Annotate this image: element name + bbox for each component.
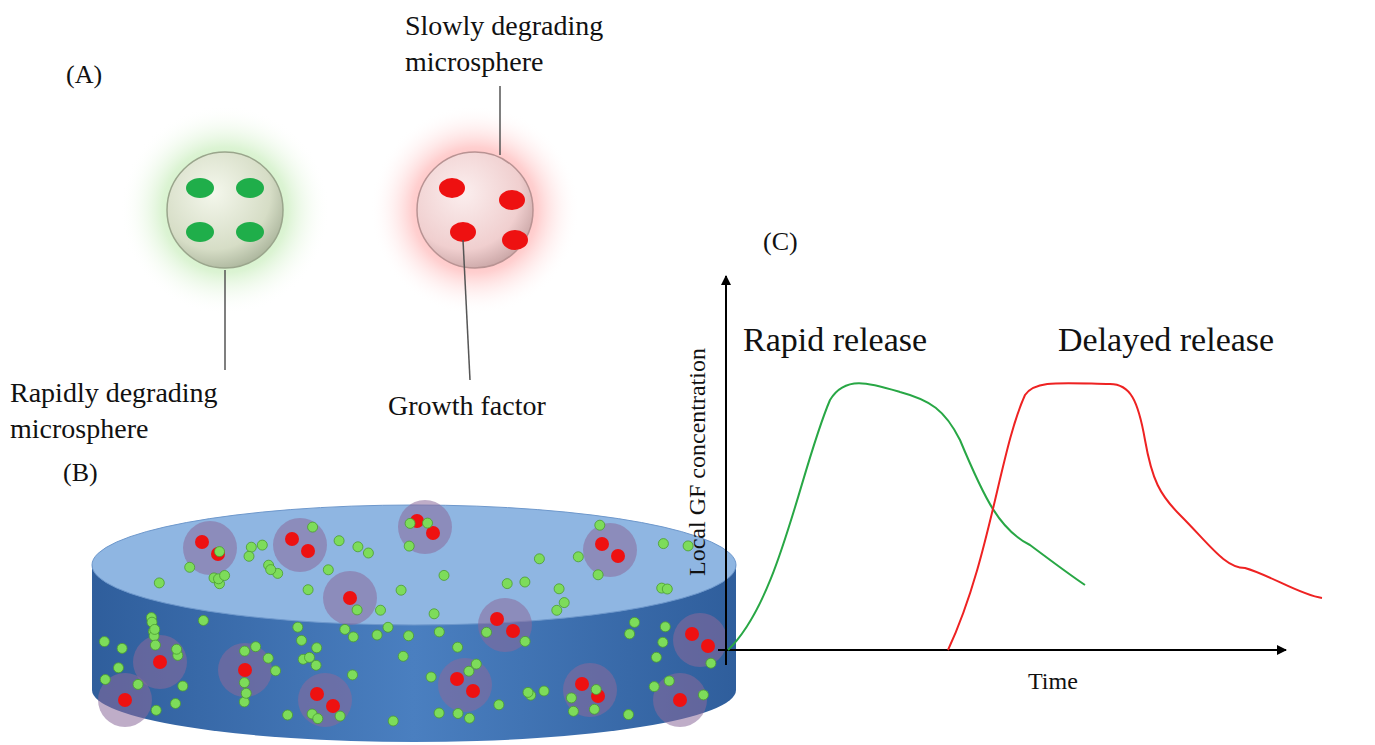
panel-letter: (A) bbox=[66, 58, 102, 92]
panel-letter: (C) bbox=[763, 225, 798, 259]
microsphere-label: Rapidly degrading microsphere bbox=[10, 375, 270, 448]
panel-letter: (B) bbox=[63, 456, 98, 490]
leader-lines bbox=[225, 86, 500, 380]
curve-label: Rapid release bbox=[743, 318, 927, 362]
slow-microsphere bbox=[370, 105, 580, 315]
growth-factor-label: Growth factor bbox=[388, 388, 546, 424]
scaffold-cylinder bbox=[92, 500, 736, 742]
curve-label: Delayed release bbox=[1058, 318, 1274, 362]
axis-label: Time bbox=[1028, 666, 1078, 697]
axis-label: Local GF concentration bbox=[682, 348, 713, 576]
release-chart bbox=[718, 276, 1322, 665]
microsphere-label: Slowly degrading microsphere bbox=[405, 8, 655, 81]
